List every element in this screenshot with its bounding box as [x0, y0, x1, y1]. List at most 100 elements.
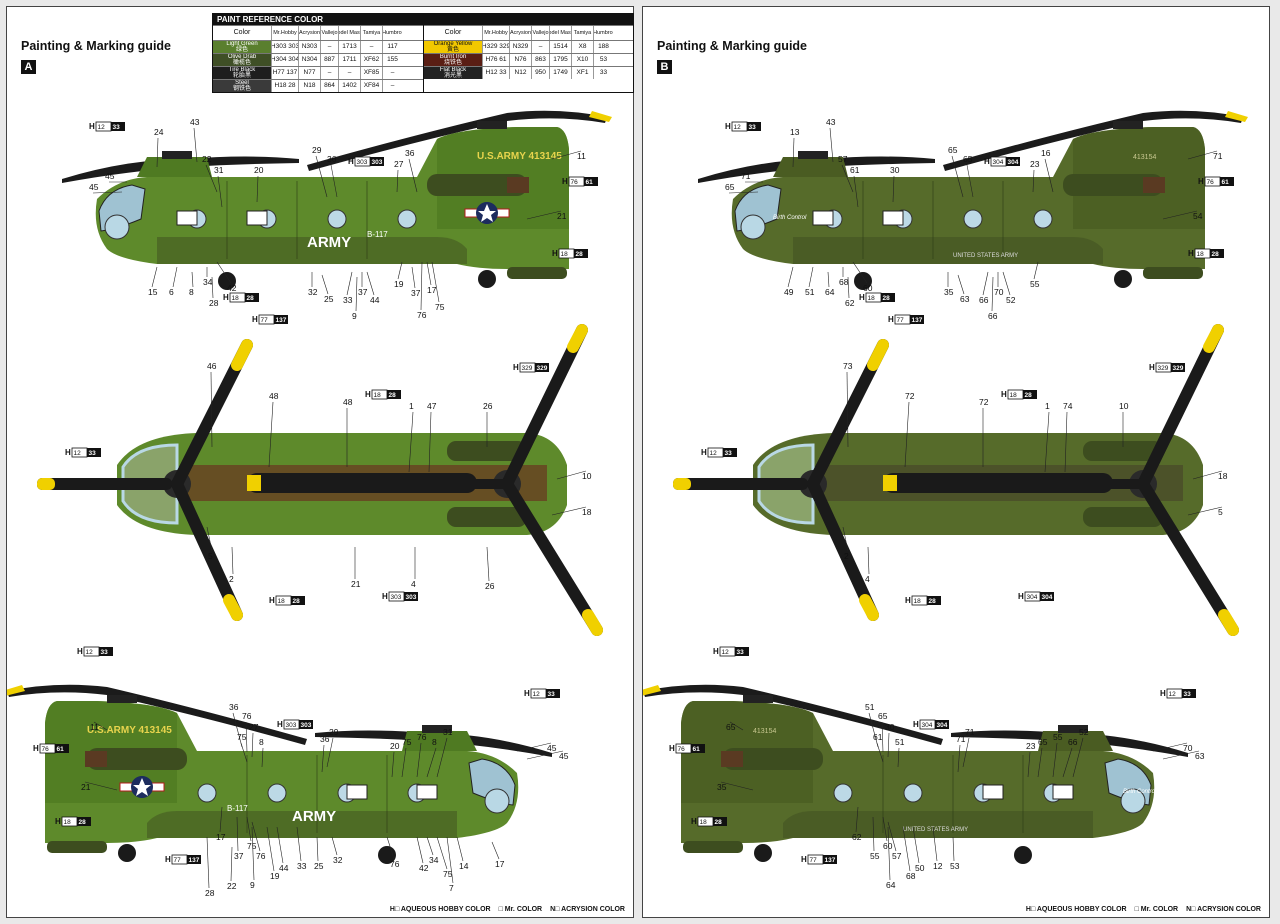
leader-line — [853, 175, 859, 208]
leader-line — [210, 371, 213, 448]
leader-line — [1162, 210, 1198, 220]
cell-mrhobby: H18 28 — [271, 80, 298, 92]
cell-humbrol: 33 — [593, 67, 613, 79]
leader-line — [1033, 261, 1039, 280]
paint-name: Tire Black — [228, 67, 256, 73]
callout-num: 304 — [1008, 159, 1019, 166]
leader-line — [1044, 411, 1050, 473]
callout-num: 28 — [247, 295, 255, 302]
cell-acrysion: N77 — [298, 67, 320, 79]
callout-prefix: H — [1001, 390, 1007, 399]
nose-art: Birth Control — [773, 215, 807, 221]
col-mrhobby: Mr.Hobby — [271, 26, 298, 40]
chin-window — [1120, 788, 1146, 814]
callout-prefix: H — [1149, 363, 1155, 372]
leader-line — [1002, 271, 1011, 296]
leader-line — [551, 150, 582, 160]
helicopter-plan-view — [673, 324, 1239, 636]
cell-mrhobby: H12 33 — [482, 67, 509, 79]
part-number: 26 — [485, 581, 495, 591]
part-number: 32 — [333, 855, 343, 865]
part-number: 31 — [443, 727, 453, 737]
leader-line — [902, 826, 911, 872]
leader-line — [193, 127, 198, 163]
front-blade-tip — [231, 339, 253, 371]
callout-fill — [747, 122, 761, 131]
callout-num: 303 — [301, 722, 312, 729]
col-tamiya: Tamiya — [571, 26, 593, 40]
callout-code: 12 — [86, 649, 94, 656]
rear-gear — [683, 841, 743, 853]
part-number: 51 — [865, 702, 875, 712]
leader-line — [436, 737, 448, 778]
part-number: 61 — [850, 165, 860, 175]
callout-code: 304 — [1027, 594, 1038, 601]
plan-spine — [247, 473, 477, 493]
legend-mrcolor: □ Mr. COLOR — [498, 906, 543, 913]
callout-prefix: H — [1018, 592, 1024, 601]
paint-name-cn: 烧铁色 — [443, 60, 462, 66]
callout-prefix: H — [1160, 689, 1166, 698]
leader-line — [729, 721, 744, 731]
callout-num: 33 — [113, 124, 121, 131]
legend-a: H□ AQUEOUS HOBBY COLOR □ Mr. COLOR N□ AC… — [390, 906, 625, 913]
part-number: 71 — [741, 171, 751, 181]
paint-name-cn: 橄榄色 — [232, 60, 251, 66]
part-number: 75 — [443, 869, 453, 879]
part-number: 17 — [495, 859, 505, 869]
part-number: 32 — [308, 287, 318, 297]
part-number: 18 — [582, 507, 592, 517]
col-modelmaster: Model Master — [549, 26, 571, 40]
part-number: 46 — [207, 361, 217, 371]
paint-table-header-row: Color Mr.Hobby Acrysion Vallejo Model Ma… — [424, 25, 633, 40]
part-number: 68 — [839, 277, 849, 287]
callout-fill — [910, 315, 924, 324]
side-window — [176, 210, 198, 226]
callout-fill — [299, 720, 313, 729]
paint-name: Orange Yellow — [433, 41, 473, 47]
nose-art: Birth Control — [1123, 789, 1157, 795]
part-number: 21 — [81, 782, 91, 792]
landing-wheel — [218, 272, 236, 290]
leader-line — [1037, 747, 1043, 778]
paint-name-cn: 轮胎黑 — [232, 73, 251, 79]
callout-code: 18 — [868, 295, 876, 302]
plan-engine — [447, 441, 527, 461]
callout-num: 61 — [57, 746, 65, 753]
callout-prefix: H — [701, 448, 707, 457]
part-number: 76 — [390, 859, 400, 869]
leader-line — [401, 747, 407, 778]
part-number: 44 — [370, 295, 380, 305]
leader-line — [386, 836, 395, 860]
spine-tip — [883, 475, 897, 491]
paint-name: Burnt Iron — [439, 54, 467, 60]
leader-line — [852, 261, 868, 284]
leader-line — [251, 732, 254, 758]
engine-pod — [427, 174, 527, 196]
part-number: 28 — [205, 888, 215, 898]
part-number: 21 — [351, 579, 361, 589]
cell-acrysion: N329 — [509, 41, 531, 53]
cell-vallejo: – — [320, 41, 338, 53]
rear-blade-tip — [582, 609, 603, 636]
front-rotor-blade — [951, 730, 1188, 757]
callout-code: 12 — [74, 450, 82, 457]
serial-marking: 413154 — [1133, 154, 1156, 161]
callout-fill — [111, 122, 125, 131]
callout-code: 12 — [722, 649, 730, 656]
part-number: 22 — [227, 881, 237, 891]
callout-code: 18 — [64, 819, 72, 826]
callout-fill — [881, 293, 895, 302]
callout-code: 12 — [710, 450, 718, 457]
callout-fill — [735, 647, 749, 656]
part-number: 65 — [948, 145, 958, 155]
plan-spine — [883, 473, 1113, 493]
leader-line — [526, 750, 564, 760]
